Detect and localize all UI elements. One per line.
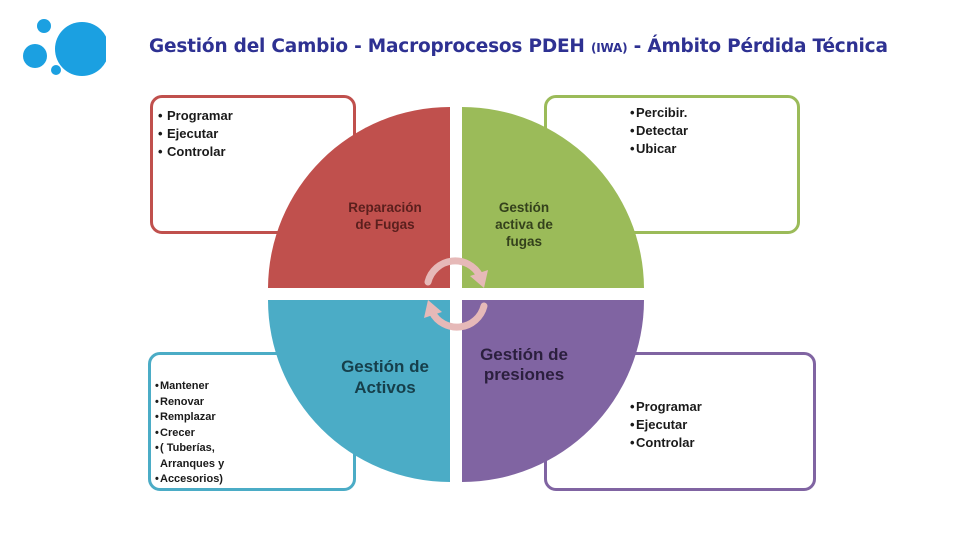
- list-top-right: Percibir. Detectar Ubicar: [630, 104, 688, 158]
- quadrant-bottom-right: [462, 300, 644, 482]
- list-item: Controlar: [630, 434, 702, 452]
- list-item: Accesorios): [155, 472, 255, 488]
- label-line: de Fugas: [355, 217, 415, 232]
- circular-arrows-icon: [424, 257, 488, 331]
- list-item: Ejecutar: [630, 416, 702, 434]
- list-item: Programar: [158, 107, 233, 125]
- list-item: Ejecutar: [158, 125, 233, 143]
- quadrant-top-left: [268, 107, 450, 288]
- bubbles-logo-icon: [23, 19, 106, 76]
- list-bottom-right: Programar Ejecutar Controlar: [630, 398, 702, 452]
- label-line: presiones: [483, 365, 565, 384]
- list-item: Renovar: [155, 395, 255, 411]
- label-reparacion-de-fugas: Reparación de Fugas: [330, 199, 440, 233]
- title-part-2: - Ámbito Pérdida Técnica: [627, 36, 888, 57]
- list-item: Percibir.: [630, 104, 688, 122]
- list-item: Crecer: [155, 426, 255, 442]
- page-title: Gestión del Cambio - Macroprocesos PDEH …: [149, 36, 888, 57]
- label-line: Activos: [354, 378, 416, 397]
- label-gestion-de-activos: Gestión de Activos: [322, 356, 448, 398]
- title-part-1: Gestión del Cambio - Macroprocesos PDEH: [149, 36, 591, 57]
- quadrant-bottom-left: [268, 300, 450, 482]
- title-small: (IWA): [590, 41, 628, 55]
- list-item: Detectar: [630, 122, 688, 140]
- label-line: Gestión de: [480, 345, 568, 364]
- label-line: activa de: [495, 217, 553, 232]
- list-item: Mantener: [155, 379, 255, 395]
- list-item: Programar: [630, 398, 702, 416]
- list-bottom-left: Mantener Renovar Remplazar Crecer ( Tube…: [155, 379, 255, 488]
- label-line: fugas: [505, 234, 542, 249]
- list-item: Ubicar: [630, 140, 688, 158]
- label-line: Gestión: [498, 200, 550, 215]
- list-item: Remplazar: [155, 410, 255, 426]
- label-line: Gestión de: [341, 357, 429, 376]
- list-item: Controlar: [158, 143, 233, 161]
- label-gestion-activa-de-fugas: Gestión activa de fugas: [476, 199, 572, 250]
- label-line: Reparación: [348, 200, 422, 215]
- quadrant-top-right: [462, 107, 644, 288]
- list-top-left: Programar Ejecutar Controlar: [158, 107, 233, 161]
- label-gestion-de-presiones: Gestión de presiones: [463, 345, 585, 385]
- circular-arrowheads: [424, 270, 488, 318]
- list-item: ( Tuberías, Arranques y: [155, 441, 255, 472]
